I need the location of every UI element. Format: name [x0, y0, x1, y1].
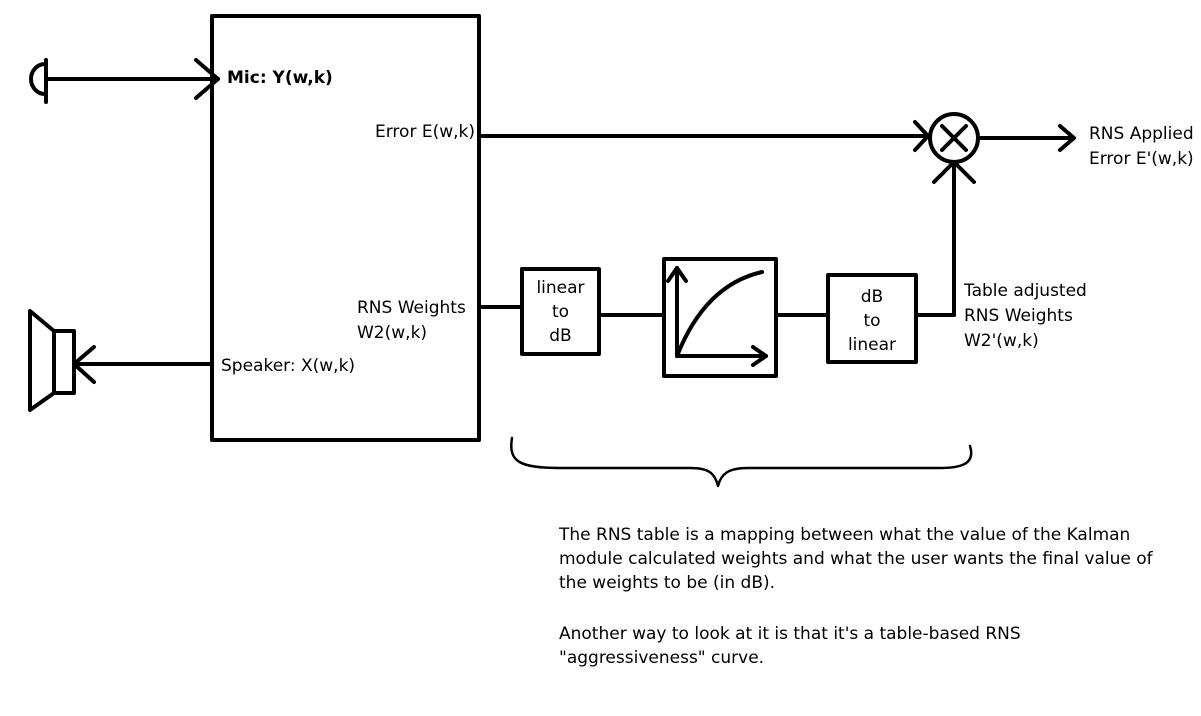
w2-label: W2(w,k) — [357, 323, 428, 343]
speaker-label: Speaker: X(w,k) — [221, 356, 356, 376]
curve-icon — [666, 266, 768, 367]
rns-applied-line-2: Error E'(w,k) — [1089, 149, 1194, 169]
output-arrow — [976, 124, 1076, 152]
microphone-icon — [29, 58, 48, 104]
rns-applied-line-1: RNS Applied — [1089, 124, 1194, 144]
mic-arrow — [44, 58, 220, 100]
linear-to-db-block — [520, 267, 601, 356]
db-to-linear-block — [826, 273, 918, 364]
mic-label: Mic: Y(w,k) — [227, 68, 333, 88]
db-to-linear-line-2: to — [863, 311, 881, 331]
note-paragraph-1: The RNS table is a mapping between what … — [559, 525, 1153, 593]
db-to-linear-line-1: dB — [860, 287, 884, 307]
table-curve-block — [662, 257, 778, 378]
table-adjusted-line-3: W2'(w,k) — [964, 331, 1039, 351]
kalman-module-block — [210, 14, 481, 442]
linear-to-db-line-2: to — [551, 302, 570, 322]
linear-to-db-line-3: dB — [549, 326, 572, 346]
error-arrow — [477, 120, 930, 152]
table-adjusted-line-1: Table adjusted — [964, 281, 1087, 301]
db-to-linear-line-3: linear — [847, 335, 897, 355]
multiplier-node — [928, 112, 980, 164]
adjusted-weights-arrow — [932, 160, 976, 317]
note-paragraph-2: Another way to look at it is that it's a… — [559, 624, 1021, 668]
table-brace — [510, 436, 973, 488]
linear-to-db-line-1: linear — [536, 278, 585, 298]
rns-weights-label: RNS Weights — [357, 298, 466, 318]
speaker-arrow — [72, 345, 214, 384]
speaker-icon — [28, 309, 76, 412]
table-adjusted-line-2: RNS Weights — [964, 306, 1073, 326]
error-label: Error E(w,k) — [375, 122, 475, 142]
